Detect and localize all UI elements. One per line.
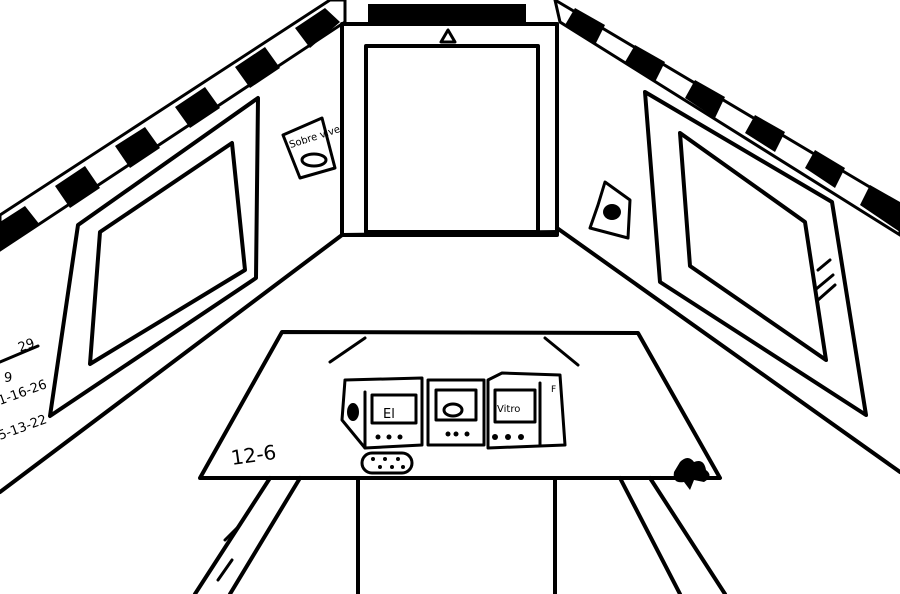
eye-icon — [603, 204, 621, 220]
monitor-right-tag: F — [551, 385, 556, 395]
wall-writing: 29 9 1-16-26 5-13-22 — [0, 336, 49, 444]
svg-text:9: 9 — [4, 371, 12, 386]
eye-poster — [588, 180, 632, 240]
table-label: 12-6 — [229, 440, 277, 470]
back-door[interactable] — [340, 22, 559, 237]
floor-edges — [0, 226, 900, 494]
sobre-vive-poster: Sobre vive — [281, 116, 342, 180]
ink-blot — [673, 458, 710, 490]
ceiling-hazard-stripes — [0, 0, 900, 252]
monitor-right-text: Vitro — [497, 404, 520, 415]
computer-middle[interactable] — [426, 378, 486, 447]
table: 12-6 — [198, 330, 722, 490]
left-wall-panel — [48, 96, 260, 418]
table-legs — [193, 476, 727, 594]
warning-sign-icon — [439, 28, 457, 44]
svg-text:29: 29 — [16, 336, 37, 356]
monitor-left-text: El — [383, 407, 395, 422]
svg-text:5-13-22: 5-13-22 — [0, 412, 49, 443]
keyboard[interactable] — [360, 451, 414, 475]
computer-left[interactable]: El — [340, 376, 424, 450]
right-wall-panel — [643, 90, 868, 417]
computer-right[interactable]: Vitro F — [486, 371, 567, 450]
